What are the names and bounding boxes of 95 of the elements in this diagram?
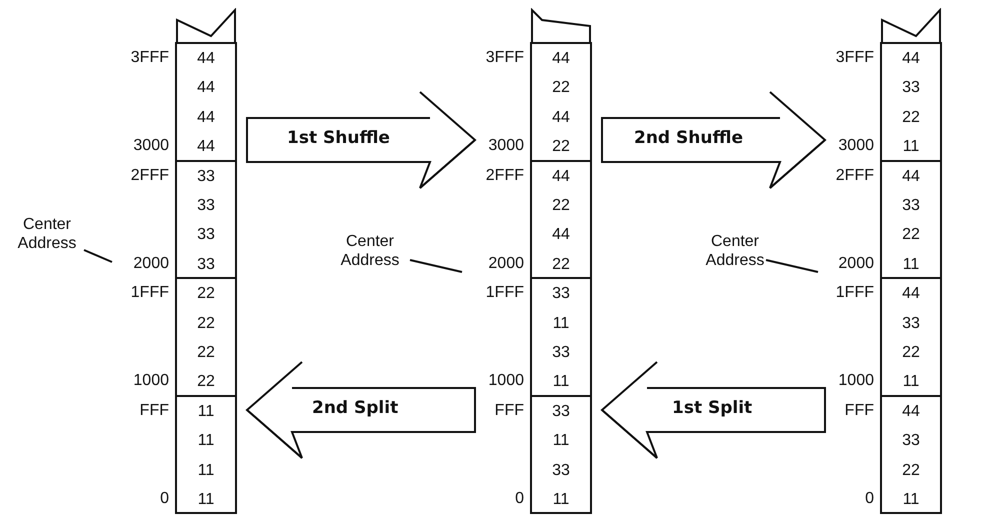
callout-text: Center Address bbox=[2, 215, 92, 253]
address-label: 1000 bbox=[132, 371, 169, 392]
address-label: 2000 bbox=[487, 254, 524, 274]
memory-value: 22 bbox=[196, 314, 216, 334]
memory-value: 22 bbox=[196, 372, 216, 392]
memory-value: 44 bbox=[901, 166, 921, 187]
memory-block bbox=[175, 42, 237, 162]
memory-block bbox=[175, 394, 237, 514]
memory-value: 11 bbox=[902, 137, 920, 158]
memory-block bbox=[530, 160, 592, 280]
memory-value: 33 bbox=[196, 166, 216, 187]
hollow-arrow bbox=[601, 361, 826, 459]
memory-value: 11 bbox=[902, 490, 920, 510]
memory-value: 22 bbox=[196, 342, 216, 363]
hollow-arrow bbox=[246, 91, 476, 189]
memory-block bbox=[880, 42, 942, 162]
callout-text: Center Address bbox=[325, 232, 415, 270]
address-label: 1FFF bbox=[834, 283, 874, 304]
memory-value: 44 bbox=[551, 225, 571, 246]
memory-value: 33 bbox=[551, 402, 571, 422]
address-label: 1000 bbox=[487, 371, 524, 392]
memory-value: 33 bbox=[551, 460, 571, 481]
address-label: 1000 bbox=[837, 371, 874, 392]
memory-block bbox=[175, 277, 237, 397]
address-label: 2000 bbox=[132, 254, 169, 274]
memory-value: 11 bbox=[902, 372, 920, 392]
address-label: 2000 bbox=[837, 254, 874, 274]
memory-value: 44 bbox=[196, 78, 216, 98]
memory-block bbox=[880, 160, 942, 280]
memory-value: 22 bbox=[551, 196, 571, 216]
leader-line bbox=[84, 249, 112, 263]
address-label: 2FFF bbox=[484, 166, 524, 186]
address-label: 3FFF bbox=[484, 48, 524, 68]
memory-value: 22 bbox=[551, 78, 571, 98]
address-label: 2FFF bbox=[130, 166, 169, 186]
memory-value: 22 bbox=[901, 342, 921, 363]
memory-value: 33 bbox=[551, 342, 571, 363]
address-label: 2FFF bbox=[834, 166, 874, 186]
memory-value: 33 bbox=[196, 225, 216, 246]
memory-value: 44 bbox=[196, 137, 216, 158]
memory-value: 11 bbox=[552, 372, 570, 392]
leader-line bbox=[410, 259, 462, 273]
memory-value: 22 bbox=[551, 137, 571, 158]
memory-value: 44 bbox=[551, 166, 571, 187]
memory-block bbox=[530, 42, 592, 162]
memory-value: 33 bbox=[551, 284, 571, 304]
memory-value: 22 bbox=[901, 460, 921, 481]
address-label: 0 bbox=[159, 489, 169, 509]
memory-value: 44 bbox=[901, 402, 921, 422]
address-label: 3000 bbox=[837, 136, 874, 156]
hollow-arrow bbox=[601, 91, 826, 189]
memory-value: 44 bbox=[551, 49, 571, 69]
memory-value: 44 bbox=[901, 284, 921, 304]
address-label: FFF bbox=[138, 400, 169, 421]
memory-value: 44 bbox=[551, 108, 571, 128]
edge-label: 2nd Split bbox=[310, 398, 400, 418]
memory-value: 44 bbox=[901, 49, 921, 69]
memory-block bbox=[880, 277, 942, 397]
memory-block bbox=[530, 277, 592, 397]
memory-value: 44 bbox=[196, 49, 216, 69]
memory-value: 11 bbox=[196, 431, 216, 452]
memory-value: 33 bbox=[901, 196, 921, 216]
memory-value: 22 bbox=[196, 284, 216, 304]
hollow-arrow bbox=[246, 361, 476, 459]
memory-value: 11 bbox=[196, 402, 216, 422]
address-label: 1FFF bbox=[484, 283, 524, 304]
memory-block bbox=[530, 394, 592, 514]
memory-value: 33 bbox=[901, 78, 921, 98]
memory-value: 11 bbox=[552, 490, 570, 510]
address-label: 0 bbox=[514, 489, 524, 509]
address-label: 0 bbox=[864, 489, 874, 509]
address-label: 1FFF bbox=[130, 283, 169, 304]
address-label: 3FFF bbox=[130, 48, 169, 68]
address-label: FFF bbox=[494, 400, 524, 421]
memory-block bbox=[880, 394, 942, 514]
memory-value: 11 bbox=[552, 314, 570, 334]
memory-value: 22 bbox=[901, 108, 921, 128]
memory-value: 11 bbox=[902, 254, 920, 275]
callout-text: Center Address bbox=[690, 232, 780, 270]
address-label: FFF bbox=[844, 400, 874, 421]
memory-value: 33 bbox=[196, 254, 216, 275]
memory-value: 33 bbox=[901, 431, 921, 452]
memory-value: 22 bbox=[901, 225, 921, 246]
address-label: 3000 bbox=[487, 136, 524, 156]
address-label: 3000 bbox=[132, 136, 169, 156]
memory-value: 44 bbox=[196, 108, 216, 128]
memory-value: 11 bbox=[196, 490, 216, 510]
memory-value: 11 bbox=[196, 460, 216, 481]
leader-line bbox=[766, 259, 818, 273]
memory-value: 11 bbox=[552, 431, 570, 452]
address-label: 3FFF bbox=[834, 48, 874, 68]
memory-value: 33 bbox=[196, 196, 216, 216]
memory-block bbox=[175, 160, 237, 280]
memory-value: 33 bbox=[901, 314, 921, 334]
memory-value: 22 bbox=[551, 254, 571, 275]
